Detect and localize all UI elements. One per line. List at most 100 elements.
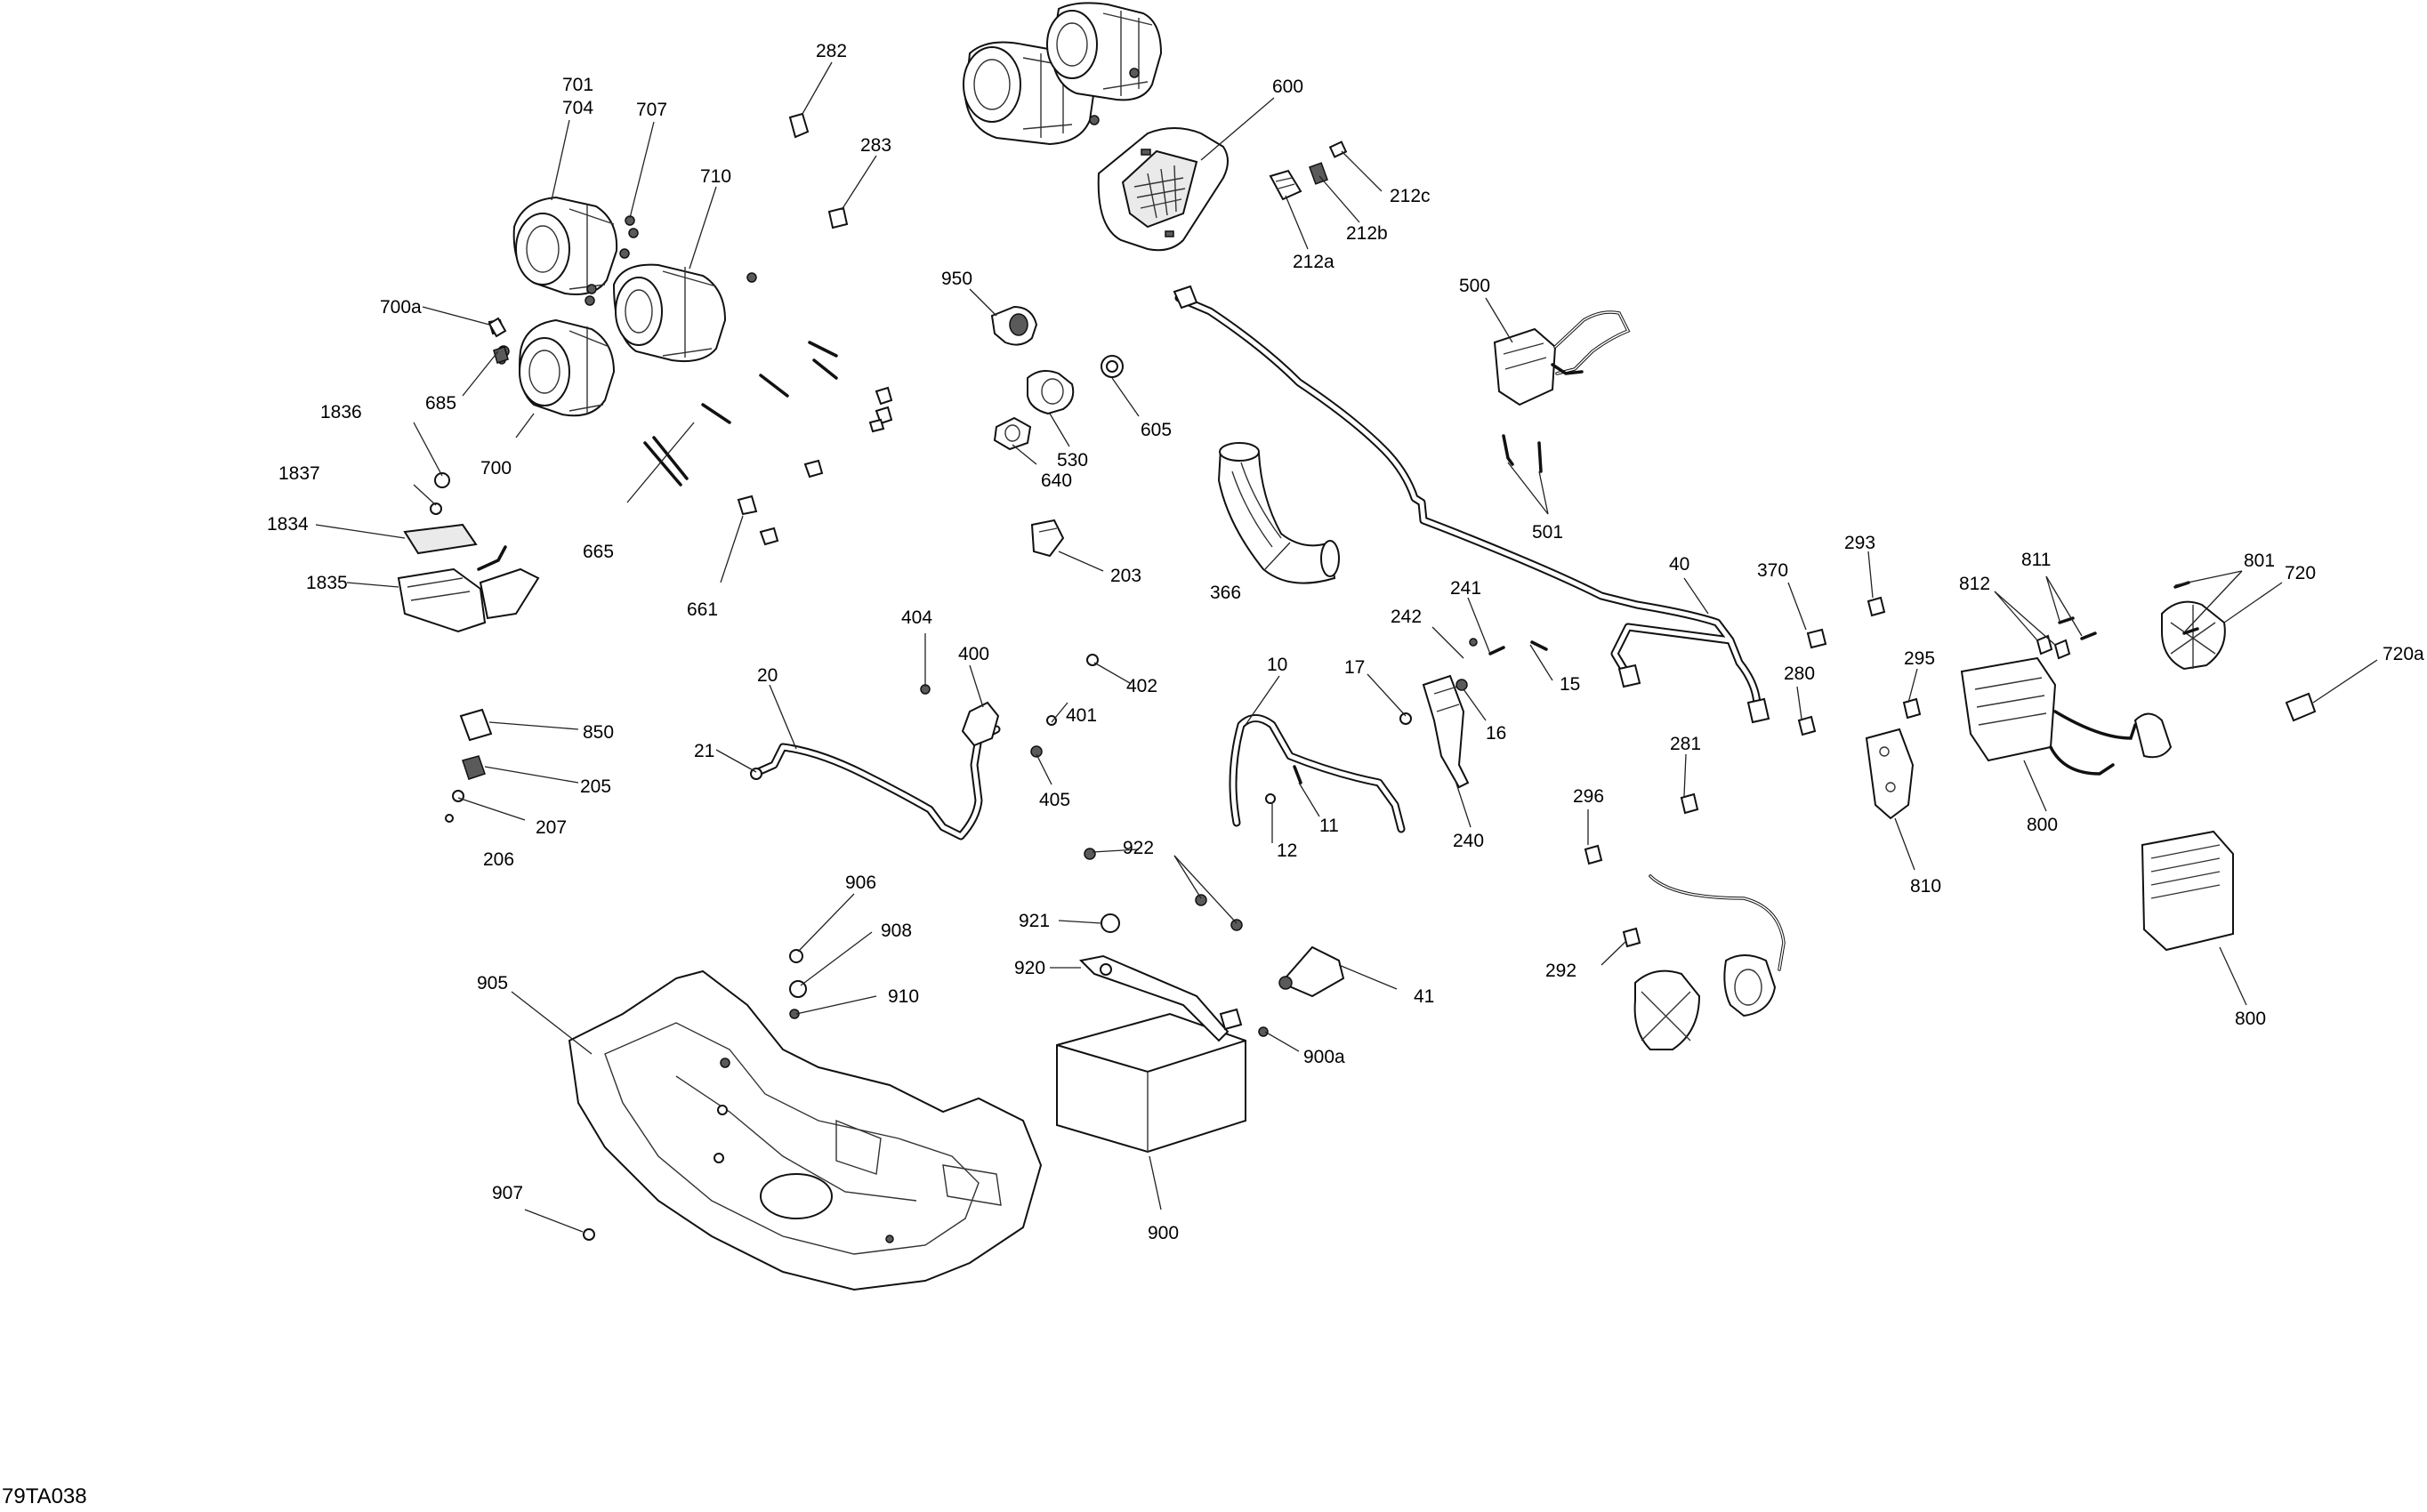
- callout-605: 605: [1141, 420, 1172, 440]
- callout-905: 905: [477, 973, 508, 993]
- callout-700a: 700a: [380, 297, 422, 318]
- callout-720: 720: [2285, 563, 2316, 583]
- callout-1834: 1834: [267, 514, 309, 535]
- callout-207: 207: [536, 817, 567, 838]
- callout-701: 701: [562, 75, 593, 95]
- callout-1836: 1836: [320, 402, 362, 422]
- callout-700: 700: [480, 458, 512, 479]
- callout-295: 295: [1904, 648, 1935, 669]
- leader-lines: [315, 61, 2378, 1233]
- light-pair-292-illustration: [1633, 874, 1786, 1050]
- callout-800-upper: 800: [2027, 815, 2058, 835]
- callout-240: 240: [1453, 831, 1484, 851]
- callout-922: 922: [1123, 838, 1154, 858]
- ignition-switch-950-illustration: [990, 305, 1038, 346]
- callout-15: 15: [1560, 674, 1580, 695]
- callout-665: 665: [583, 542, 614, 562]
- bolt-665-illustration: [643, 341, 838, 487]
- callout-205: 205: [580, 776, 611, 797]
- battery-900-illustration: [1056, 913, 1269, 1154]
- module-500-illustration: [1493, 310, 1631, 406]
- callout-710: 710: [700, 166, 731, 187]
- connector-212-illustration: [1269, 141, 1348, 201]
- headlight-pair-illustration: [963, 2, 1163, 146]
- callout-1837: 1837: [278, 463, 320, 484]
- callout-906: 906: [845, 873, 876, 893]
- clip-661-illustration: [737, 386, 893, 546]
- callout-900a: 900a: [1303, 1047, 1345, 1067]
- callout-212b: 212b: [1346, 223, 1388, 244]
- callout-280: 280: [1784, 664, 1815, 684]
- callout-921: 921: [1019, 911, 1050, 931]
- callout-810: 810: [1910, 876, 1941, 897]
- callout-907: 907: [492, 1183, 523, 1203]
- callout-501: 501: [1532, 522, 1563, 543]
- callout-283: 283: [860, 135, 891, 156]
- callout-1835: 1835: [306, 573, 348, 593]
- callout-21: 21: [694, 741, 714, 761]
- callout-812: 812: [1959, 574, 1990, 594]
- callout-640: 640: [1041, 470, 1072, 491]
- callout-366: 366: [1210, 583, 1241, 603]
- callout-206: 206: [483, 849, 514, 870]
- callout-707: 707: [636, 100, 667, 120]
- callout-704: 704: [562, 98, 593, 118]
- callout-910: 910: [888, 986, 919, 1007]
- callout-405: 405: [1039, 790, 1070, 810]
- callout-685: 685: [425, 393, 456, 414]
- figure-id: 79TA038: [2, 1484, 87, 1508]
- duct-366-illustration: [1217, 442, 1340, 584]
- callout-600: 600: [1272, 76, 1303, 97]
- callout-203: 203: [1110, 566, 1141, 586]
- callout-920: 920: [1014, 958, 1045, 978]
- callout-labels: 282 283 600 701 704 707 710 212c 212b 21…: [267, 41, 2424, 1243]
- wire-501-illustration: [1502, 434, 1543, 473]
- callout-20: 20: [757, 665, 778, 686]
- callout-212a: 212a: [1293, 252, 1334, 272]
- callout-400: 400: [958, 644, 989, 664]
- callout-11: 11: [1319, 816, 1339, 836]
- callout-16: 16: [1486, 723, 1506, 744]
- socket-530-illustration: [993, 355, 1124, 451]
- callout-281: 281: [1670, 734, 1701, 754]
- callout-40: 40: [1669, 554, 1689, 575]
- callout-241: 241: [1450, 578, 1481, 599]
- tray-905-illustration: [568, 969, 1043, 1291]
- callout-242: 242: [1391, 607, 1422, 627]
- callout-401: 401: [1066, 705, 1097, 726]
- callout-10: 10: [1267, 655, 1287, 675]
- module-800-heatsink-illustration: [2141, 830, 2234, 952]
- bracket-240-illustration: [1399, 638, 1548, 789]
- callout-900: 900: [1148, 1223, 1179, 1243]
- clips-300-series-illustration: [1584, 596, 1922, 948]
- fog-light-assembly-illustration: [488, 196, 757, 417]
- callout-661: 661: [687, 599, 718, 620]
- harness-40-illustration: [1173, 285, 1770, 724]
- callout-292: 292: [1545, 961, 1576, 981]
- callout-212c: 212c: [1390, 186, 1431, 206]
- callout-402: 402: [1126, 676, 1157, 696]
- connector-850-illustration: [445, 708, 493, 823]
- bulb-700a-illustration: [488, 317, 509, 364]
- callout-720a: 720a: [2383, 644, 2424, 664]
- cable-41-illustration: [1278, 945, 1345, 998]
- callout-908: 908: [881, 921, 912, 941]
- callout-282: 282: [816, 41, 847, 61]
- gauge-cluster-illustration: [1097, 127, 1229, 252]
- module-800-illustration: [1960, 581, 2317, 776]
- callout-811: 811: [2021, 550, 2051, 570]
- bracket-203-illustration: [1030, 519, 1065, 558]
- callout-800-lower: 800: [2235, 1009, 2266, 1029]
- cable-10-illustration: [1229, 714, 1406, 833]
- callout-370: 370: [1757, 560, 1788, 581]
- callout-850: 850: [583, 722, 614, 743]
- callout-17: 17: [1344, 657, 1365, 678]
- callout-293: 293: [1844, 533, 1875, 553]
- callout-404: 404: [901, 607, 932, 628]
- callout-530: 530: [1057, 450, 1088, 470]
- callout-950: 950: [941, 269, 972, 289]
- callout-500: 500: [1459, 276, 1490, 296]
- callout-296: 296: [1573, 786, 1604, 807]
- cable-20-illustration: [750, 654, 1099, 840]
